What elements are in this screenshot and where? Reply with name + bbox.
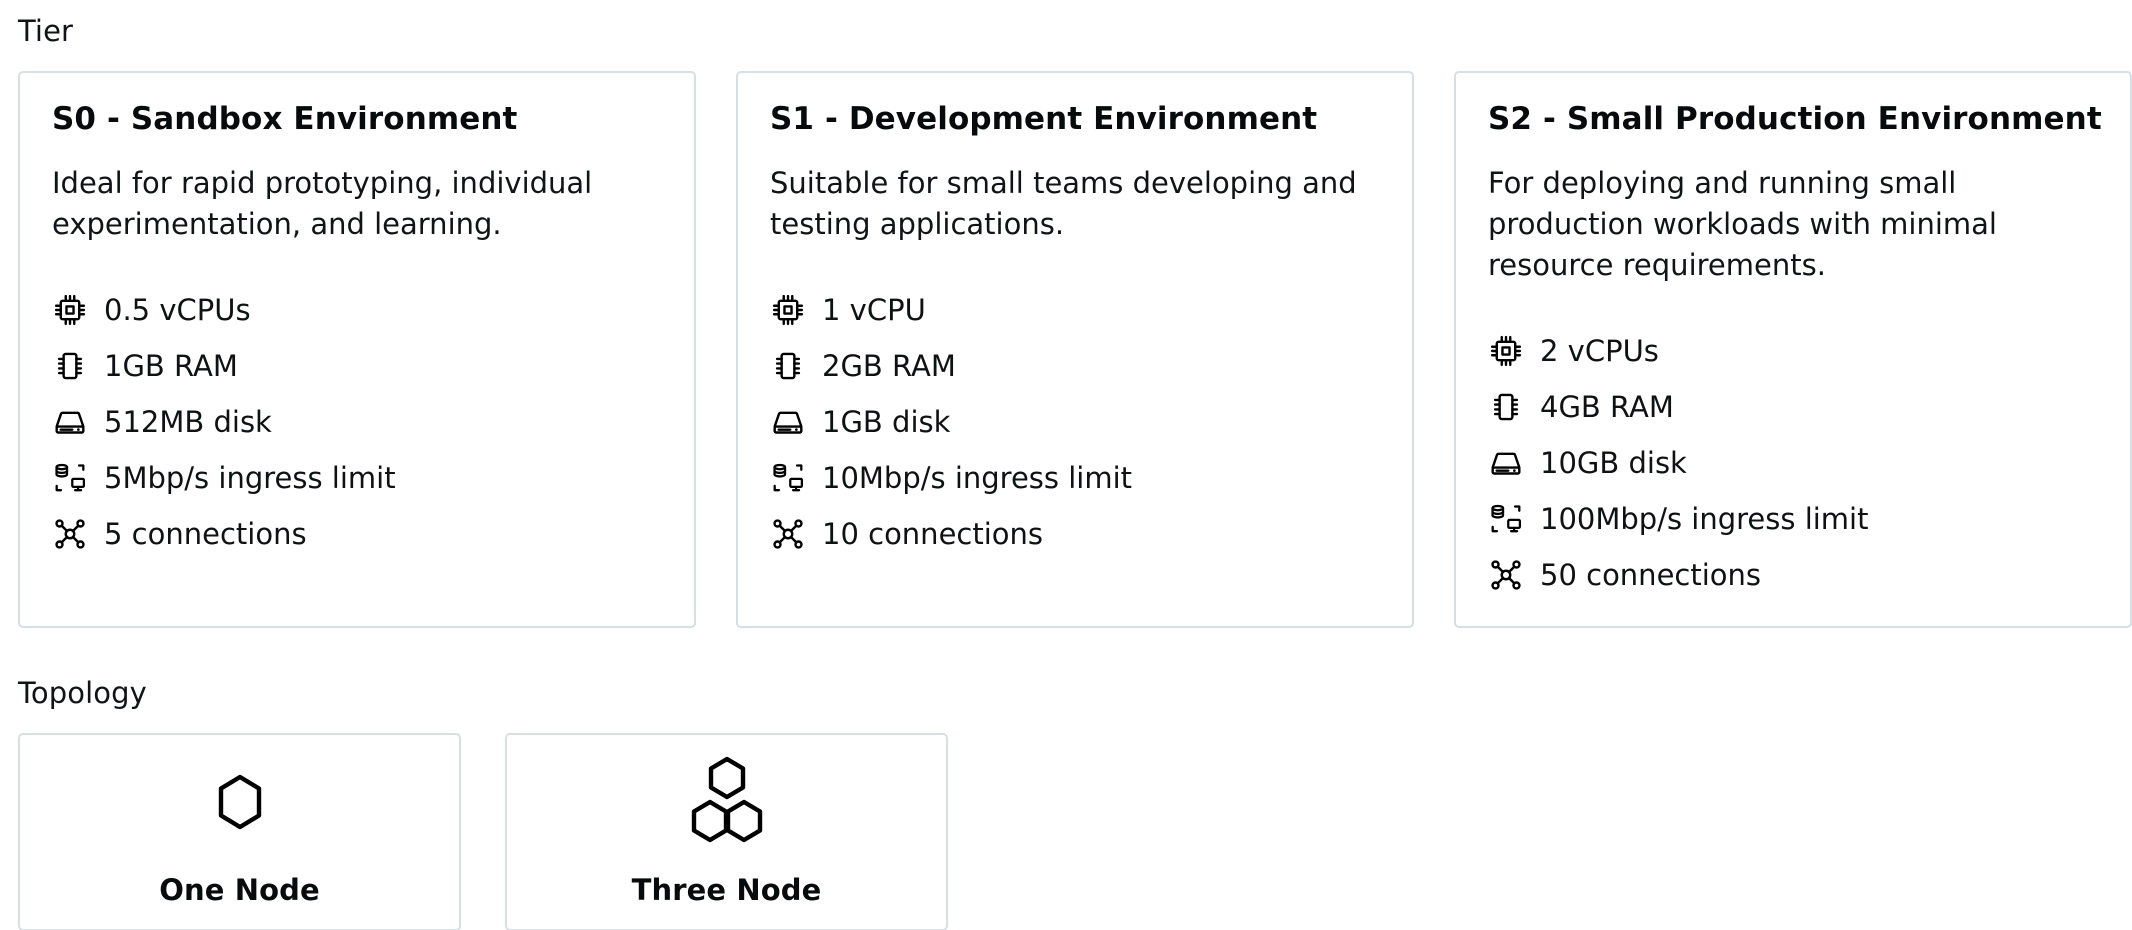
ram-icon	[770, 348, 806, 384]
cpu-icon	[52, 292, 88, 328]
connections-icon	[1488, 557, 1524, 593]
spec-row: 5 connections	[52, 513, 662, 555]
tier-section-label: Tier	[18, 14, 74, 48]
topology-option-label: Three Node	[631, 873, 822, 908]
spec-text: 100Mbp/s ingress limit	[1540, 501, 1869, 536]
spec-text: 0.5 vCPUs	[104, 292, 251, 327]
disk-icon	[52, 404, 88, 440]
tier-card-s0[interactable]: S0 - Sandbox Environment Ideal for rapid…	[18, 70, 696, 629]
tier-spec-list: 0.5 vCPUs 1GB RAM	[52, 289, 662, 555]
connections-icon	[770, 516, 806, 552]
connections-icon	[52, 516, 88, 552]
spec-row: 2GB RAM	[770, 345, 1380, 387]
tier-card-title: S0 - Sandbox Environment	[52, 100, 518, 137]
ingress-icon	[1488, 501, 1524, 537]
spec-row: 512MB disk	[52, 401, 662, 443]
spec-row: 10Mbp/s ingress limit	[770, 457, 1380, 499]
tier-card-description: Ideal for rapid prototyping, individual …	[52, 165, 593, 241]
cpu-icon	[770, 292, 806, 328]
spec-row: 4GB RAM	[1488, 386, 2098, 428]
tier-card-s2[interactable]: S2 - Small Production Environment For de…	[1454, 70, 2132, 629]
ingress-icon	[770, 460, 806, 496]
disk-icon	[1488, 445, 1524, 481]
spec-text: 2GB RAM	[822, 348, 956, 383]
spec-row: 1GB disk	[770, 401, 1380, 443]
tier-card-description: Suitable for small teams developing and …	[770, 165, 1357, 241]
spec-text: 1GB disk	[822, 404, 951, 439]
tier-card-title: S2 - Small Production Environment	[1488, 100, 2102, 137]
spec-text: 1GB RAM	[104, 348, 238, 383]
topology-section-label: Topology	[18, 676, 147, 711]
tier-card-s1[interactable]: S1 - Development Environment Suitable fo…	[736, 70, 1414, 629]
spec-row: 1 vCPU	[770, 289, 1380, 331]
spec-row: 50 connections	[1488, 554, 2098, 596]
spec-row: 1GB RAM	[52, 345, 662, 387]
spec-row: 100Mbp/s ingress limit	[1488, 498, 2098, 540]
spec-row: 10 connections	[770, 513, 1380, 555]
triple-hexagon-icon	[685, 756, 769, 843]
spec-text: 10Mbp/s ingress limit	[822, 460, 1133, 495]
spec-text: 1 vCPU	[822, 292, 926, 327]
tier-card-grid: S0 - Sandbox Environment Ideal for rapid…	[18, 70, 2132, 629]
spec-text: 10 connections	[822, 516, 1044, 551]
topology-option-label: One Node	[159, 873, 320, 908]
spec-text: 2 vCPUs	[1540, 333, 1659, 368]
tier-card-title: S1 - Development Environment	[770, 100, 1318, 137]
spec-row: 2 vCPUs	[1488, 330, 2098, 372]
spec-text: 5Mbp/s ingress limit	[104, 460, 396, 495]
spec-text: 4GB RAM	[1540, 389, 1674, 424]
ingress-icon	[52, 460, 88, 496]
tier-card-description: For deploying and running small producti…	[1488, 165, 1997, 283]
spec-row: 5Mbp/s ingress limit	[52, 457, 662, 499]
spec-text: 5 connections	[104, 516, 307, 551]
tier-spec-list: 1 vCPU 2GB RAM	[770, 289, 1380, 555]
spec-text: 512MB disk	[104, 404, 272, 439]
ram-icon	[1488, 389, 1524, 425]
single-hexagon-icon	[217, 765, 263, 839]
tier-spec-list: 2 vCPUs 4GB RAM	[1488, 330, 2098, 596]
disk-icon	[770, 404, 806, 440]
topology-option-three-node[interactable]: Three Node	[505, 733, 948, 930]
ram-icon	[52, 348, 88, 384]
topology-option-grid: One Node Three Node	[18, 733, 2114, 930]
spec-row: 0.5 vCPUs	[52, 289, 662, 331]
cpu-icon	[1488, 333, 1524, 369]
spec-text: 10GB disk	[1540, 445, 1687, 480]
topology-option-one-node[interactable]: One Node	[18, 733, 461, 930]
spec-row: 10GB disk	[1488, 442, 2098, 484]
spec-text: 50 connections	[1540, 557, 1762, 592]
